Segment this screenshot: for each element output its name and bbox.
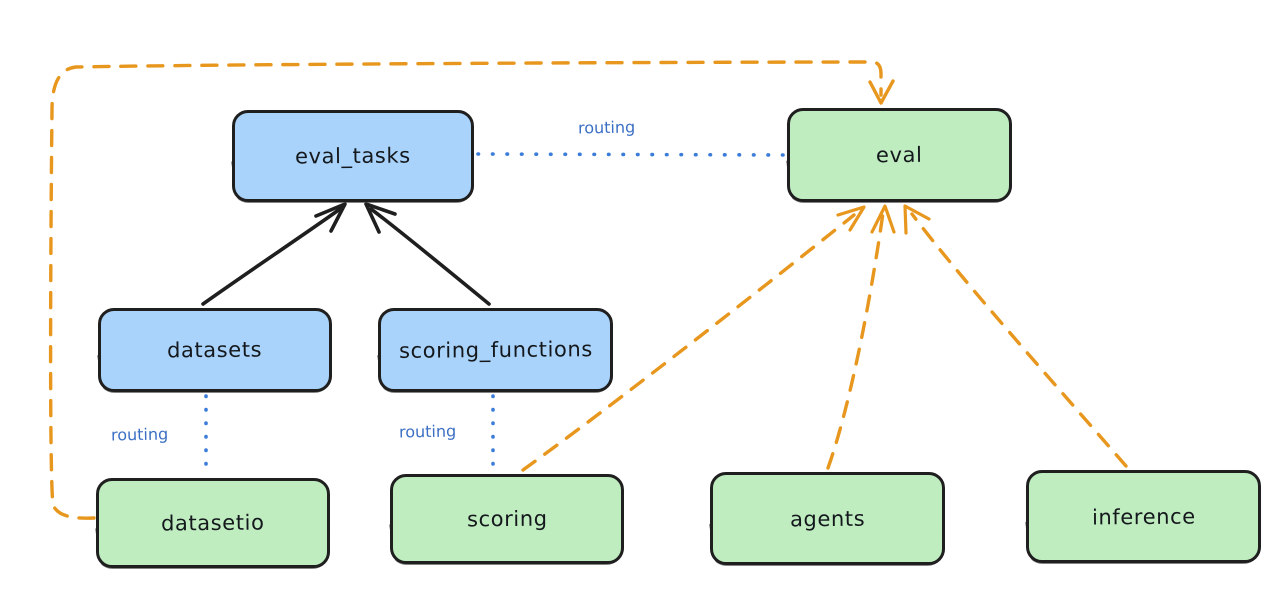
node-inference[interactable]: inference <box>1026 470 1261 563</box>
node-eval[interactable]: eval <box>787 108 1012 202</box>
node-label: datasets <box>167 337 263 363</box>
node-datasets[interactable]: datasets <box>98 308 332 392</box>
edge-label-routing-scoring-functions: routing <box>398 421 457 442</box>
node-label: eval <box>876 142 923 168</box>
node-scoring[interactable]: scoring <box>390 474 624 564</box>
edge-scoring-to-eval <box>521 205 866 472</box>
node-datasetio[interactable]: datasetio <box>96 478 330 568</box>
node-label: scoring <box>466 506 548 532</box>
node-label: inference <box>1091 504 1196 529</box>
edge-agents-to-eval <box>826 204 896 470</box>
edge-inference-to-eval <box>903 204 1128 468</box>
node-label: datasetio <box>161 510 265 536</box>
node-label: eval_tasks <box>295 143 411 169</box>
edge-eval_tasks-to-eval <box>476 152 785 157</box>
node-scoring-functions[interactable]: scoring_functions <box>378 308 613 392</box>
edge-label-routing-eval-tasks: routing <box>577 117 636 138</box>
node-eval-tasks[interactable]: eval_tasks <box>232 110 474 202</box>
edge-datasetio-to-eval <box>48 60 895 520</box>
node-agents[interactable]: agents <box>710 472 945 565</box>
node-label: agents <box>789 506 866 531</box>
edge-datasets-to-eval_tasks <box>201 202 347 306</box>
edge-scoring_functions-to-eval_tasks <box>364 202 491 306</box>
node-label: scoring_functions <box>398 337 593 363</box>
edge-label-routing-datasets: routing <box>110 424 169 445</box>
